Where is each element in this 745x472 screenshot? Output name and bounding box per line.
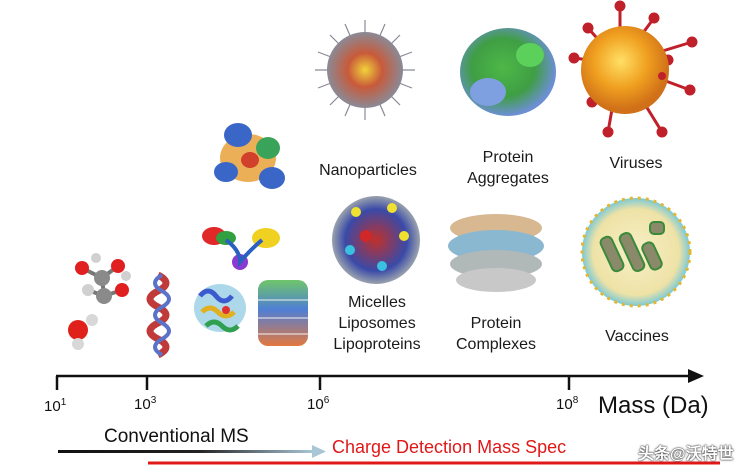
label-micelles-line1: Micelles — [348, 294, 406, 311]
label-protein-aggregates-line2: Aggregates — [467, 170, 549, 187]
globular-protein-icon — [194, 284, 246, 333]
label-vaccines: Vaccines — [605, 328, 669, 345]
mass-axis — [55, 369, 704, 390]
small-molecule-icon — [75, 253, 131, 304]
tick-label-10-3: 103 — [134, 395, 157, 414]
protein-complex-icon — [448, 214, 544, 292]
label-protein-complexes: Protein Complexes — [446, 313, 546, 355]
tick-label-10-1: 101 — [44, 397, 67, 416]
label-protein-complexes-line2: Complexes — [455, 336, 537, 353]
virus-icon — [568, 0, 698, 138]
nanoparticle-icon — [315, 20, 415, 120]
tick-label-10-6: 106 — [307, 395, 330, 414]
conventional-ms-label: Conventional MS — [104, 426, 249, 447]
label-protein-aggregates-line1: Protein — [482, 149, 534, 166]
label-protein-complexes-line1: Protein — [470, 315, 522, 332]
label-nanoparticles: Nanoparticles — [319, 162, 417, 179]
label-micelles: Micelles Liposomes Lipoproteins — [322, 292, 432, 355]
micelle-icon — [332, 196, 420, 284]
conventional-ms-arrow — [58, 445, 326, 458]
multidomain-protein-icon — [202, 227, 280, 270]
label-protein-aggregates: Protein Aggregates — [456, 147, 560, 189]
cdms-label: Charge Detection Mass Spec — [332, 437, 567, 457]
label-viruses: Viruses — [609, 155, 663, 172]
peptide-helix-icon — [146, 271, 171, 359]
vaccine-icon — [580, 196, 692, 308]
watermark: 头条@沃特世 — [638, 446, 734, 463]
label-micelles-line2: Liposomes — [338, 315, 416, 332]
protein-aggregate-icon — [460, 28, 556, 116]
water-molecule-icon — [68, 314, 98, 350]
trimer-protein-icon — [214, 123, 285, 189]
tick-label-10-8: 108 — [556, 395, 579, 414]
label-micelles-line3: Lipoproteins — [333, 336, 421, 353]
barrel-complex-icon — [258, 280, 308, 346]
axis-title: Mass (Da) — [598, 392, 709, 419]
